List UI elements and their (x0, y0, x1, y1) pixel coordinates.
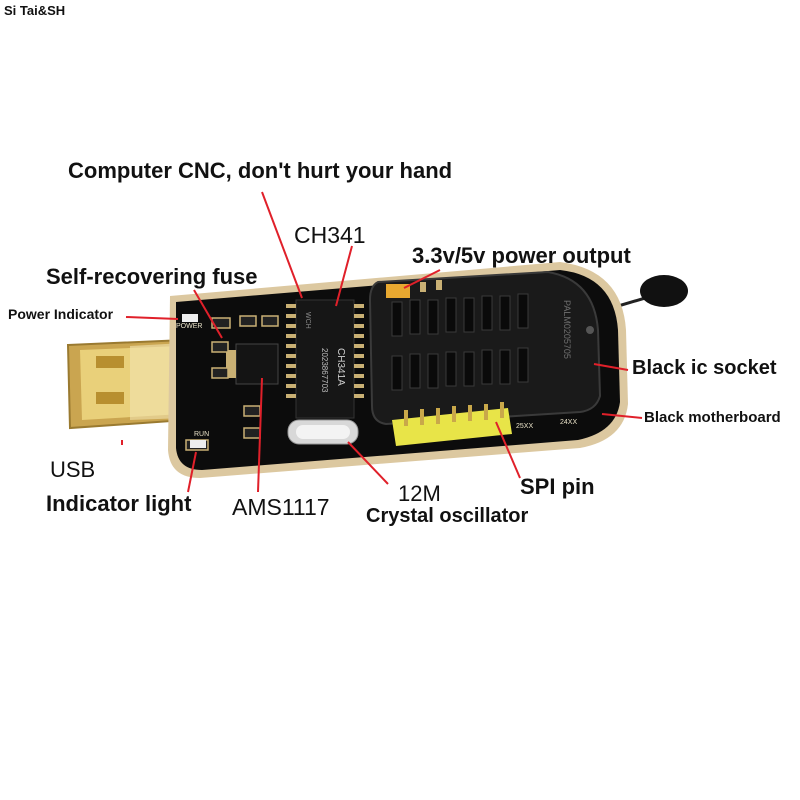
lever-knob (640, 275, 688, 307)
label-power-output: 3.3v/5v power output (412, 243, 631, 268)
label-fuse: Self-recovering fuse (46, 264, 258, 289)
silk-power: POWER (176, 323, 202, 330)
usb-connector (66, 338, 188, 430)
watermark: Si Tai&SH (4, 3, 66, 18)
label-motherboard: Black motherboard (644, 409, 781, 426)
chip-logo: WCH (304, 312, 311, 329)
pointer-lines (121, 191, 643, 493)
label-cnc: Computer CNC, don't hurt your hand (68, 158, 453, 183)
label-indicator-light: Indicator light (46, 491, 192, 516)
power-led (182, 314, 198, 322)
crystal-12m (287, 419, 359, 445)
zif-socket: PALM0205705 (368, 270, 602, 426)
label-power-indicator: Power Indicator (8, 306, 114, 322)
silk-25xx: 25XX (516, 423, 533, 430)
spi-header (392, 402, 512, 446)
silk-24xx: 24XX (560, 419, 577, 426)
label-crystal-freq: 12M (398, 481, 441, 506)
run-led (190, 440, 206, 448)
label-crystal: Crystal oscillator (366, 505, 529, 527)
chip-marking: CH341A (335, 348, 346, 386)
chip-code: 2023867703 (320, 348, 329, 393)
silk-run: RUN (194, 431, 209, 438)
label-ic-socket: Black ic socket (632, 357, 777, 379)
ams1117-regulator (226, 343, 279, 385)
ch341-chip: CH341A 2023867703 WCH (286, 299, 364, 419)
label-regulator: AMS1117 (232, 494, 330, 520)
label-usb: USB (50, 457, 96, 482)
socket-marking: PALM0205705 (562, 300, 572, 359)
label-ch341: CH341 (294, 222, 366, 248)
label-spi: SPI pin (520, 474, 595, 499)
